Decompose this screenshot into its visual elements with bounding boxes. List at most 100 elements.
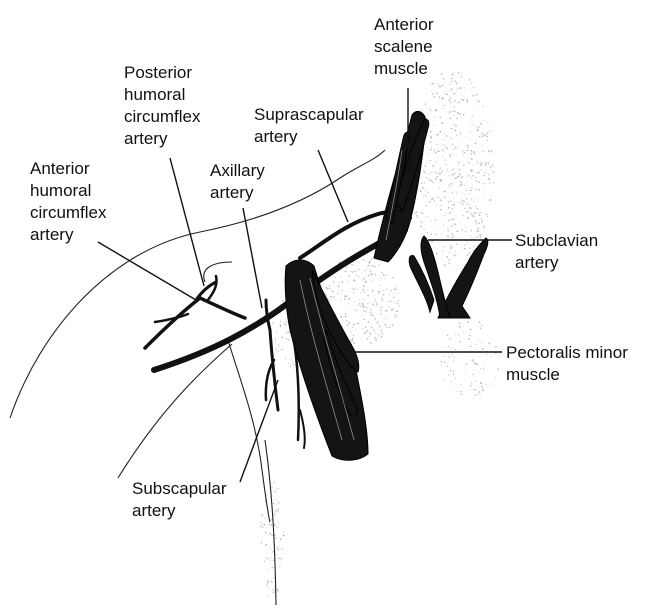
stipple-dot (449, 155, 451, 157)
stipple-dot (423, 171, 424, 172)
stipple-dot (469, 174, 470, 175)
stipple-dot (442, 122, 444, 124)
stipple-dot (453, 149, 454, 150)
stipple-dot (474, 389, 475, 390)
stipple-dot (364, 291, 366, 293)
stipple-dot (416, 211, 417, 212)
stipple-dot (454, 130, 456, 132)
stipple-dot (367, 295, 368, 296)
stipple-dot (449, 186, 450, 187)
stipple-dot (479, 153, 480, 154)
stipple-dot (487, 140, 488, 141)
stipple-dot (466, 190, 467, 191)
stipple-dot (421, 182, 422, 183)
stipple-dot (346, 320, 347, 321)
stipple-dot (370, 342, 372, 344)
stipple-dot (468, 253, 469, 254)
stipple-dot (453, 371, 454, 372)
stipple-dot (364, 319, 366, 321)
stipple-dot (442, 150, 443, 151)
stipple-dot (275, 339, 276, 340)
stipple-dot (485, 171, 486, 172)
stipple-dot (278, 488, 279, 489)
stipple-dot (341, 300, 342, 301)
stipple-dot (478, 100, 480, 102)
stipple-dot (475, 110, 476, 111)
stipple-dot (438, 84, 439, 85)
stipple-dot (273, 577, 274, 578)
stipple-dot (460, 87, 462, 89)
stipple-dot (323, 285, 324, 286)
stipple-dot (444, 264, 446, 266)
stipple-dot (472, 360, 474, 362)
stipple-dot (450, 102, 451, 103)
stipple-dot (452, 174, 454, 176)
stipple-dot (442, 170, 443, 171)
stipple-dot (451, 174, 452, 175)
stipple-dot (458, 334, 459, 335)
stipple-dot (464, 87, 465, 88)
stipple-dot (421, 234, 422, 235)
stipple-dot (461, 99, 463, 101)
stipple-dot (439, 98, 440, 99)
stipple-dot (356, 261, 357, 262)
stipple-dot (459, 323, 461, 325)
stipple-dot (449, 154, 450, 155)
stipple-dot (365, 281, 367, 283)
stipple-dot (456, 89, 457, 90)
stipple-dot (471, 198, 472, 199)
stipple-dot (448, 346, 449, 347)
stipple-dot (358, 305, 359, 306)
stipple-dot (439, 131, 441, 133)
stipple-dot (483, 136, 484, 137)
stipple-dot (477, 394, 478, 395)
stipple-dot (272, 551, 274, 553)
stipple-dot (450, 253, 451, 254)
stipple-dot (453, 204, 455, 206)
stipple-dot (451, 81, 452, 82)
stipple-dot (468, 338, 470, 340)
label-line: muscle (374, 58, 434, 80)
stipple-dot (468, 193, 469, 194)
stipple-dot (477, 228, 479, 230)
stipple-dot (431, 241, 433, 243)
stipple-dot (420, 212, 421, 213)
stipple-dot (276, 526, 277, 527)
stipple-dot (479, 127, 480, 128)
stipple-dot (490, 166, 492, 168)
stipple-dot (375, 339, 377, 341)
stipple-dot (434, 97, 435, 98)
stipple-dot (463, 333, 464, 334)
stipple-dot (432, 93, 434, 95)
stipple-dot (462, 215, 463, 216)
stipple-dot (272, 541, 273, 542)
stipple-dot (455, 100, 456, 101)
stipple-dot (292, 362, 293, 363)
stipple-dot (362, 289, 363, 290)
stipple-dot (425, 195, 426, 196)
stipple-dot (382, 333, 383, 334)
stipple-dot (456, 177, 457, 178)
label-line: Pectoralis minor (506, 342, 628, 364)
stipple-dot (429, 179, 431, 181)
stipple-dot (455, 226, 456, 227)
stipple-dot (453, 115, 454, 116)
stipple-dot (466, 218, 467, 219)
stipple-dot (461, 73, 462, 74)
stipple-dot (489, 130, 490, 131)
stipple-dot (280, 558, 282, 560)
stipple-dot (440, 209, 442, 211)
stipple-dot (267, 569, 268, 570)
stipple-dot (476, 189, 477, 190)
stipple-dot (340, 316, 342, 318)
stipple-dot (382, 299, 384, 301)
stipple-dot (422, 187, 424, 189)
stipple-dot (451, 128, 453, 130)
stipple-dot (464, 185, 465, 186)
stipple-dot (472, 175, 474, 177)
stipple-dot (478, 230, 479, 231)
stipple-dot (484, 183, 485, 184)
stipple-dot (272, 589, 273, 590)
stipple-dot (371, 327, 373, 329)
